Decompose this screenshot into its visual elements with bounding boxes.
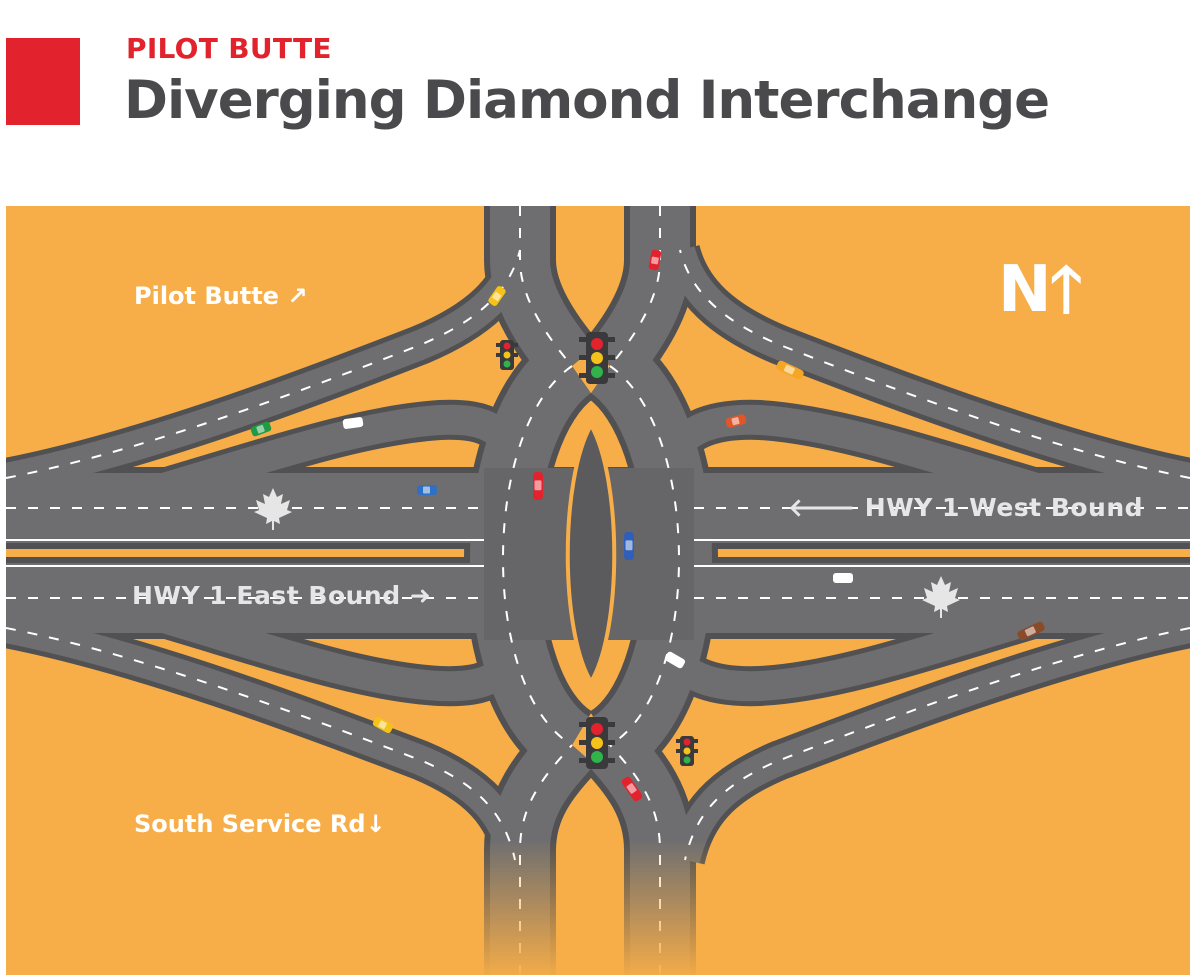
road-network xyxy=(6,206,1190,975)
brand-square xyxy=(6,38,80,125)
south-service-label: South Service Rd↓ xyxy=(134,810,386,838)
hwy-west-label: 🡐 HWY 1 West Bound xyxy=(788,493,1144,522)
center-median xyxy=(565,420,617,686)
traffic-light-icon xyxy=(579,717,615,769)
car-icon xyxy=(833,573,853,583)
interchange-diagram xyxy=(6,206,1190,975)
traffic-light-icon xyxy=(579,332,615,384)
hwy-east-label: HWY 1 East Bound ➜ xyxy=(132,581,432,610)
car-icon xyxy=(624,532,634,560)
car-icon xyxy=(533,472,543,500)
north-arrow-icon: N🡑 xyxy=(998,253,1083,327)
road-edge-lines xyxy=(6,539,1190,567)
lane-markings xyxy=(6,206,1190,975)
pilot-butte-label: Pilot Butte ↗ xyxy=(134,282,308,310)
interchange-map: Pilot Butte ↗ South Service Rd↓ HWY 1 Ea… xyxy=(6,206,1190,975)
kicker-text: PILOT BUTTE xyxy=(126,32,332,65)
car-icon xyxy=(417,485,437,495)
page-title: Diverging Diamond Interchange xyxy=(124,70,1050,131)
